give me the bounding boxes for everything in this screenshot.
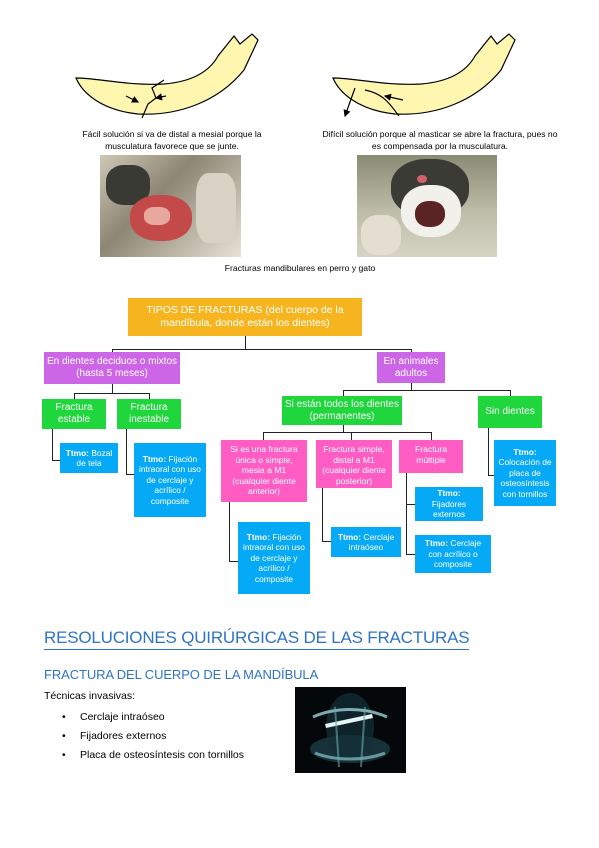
deciduous-teeth-node: En dientes deciduos o mixtos (hasta 5 me… [44, 352, 180, 384]
unstable-fracture-node: Fractura inestable [117, 399, 181, 429]
simple-mesial-treatment-box: Ttmo: Fijación intraoral con uso de cerc… [238, 522, 310, 594]
simple-distal-treatment-box: Ttmo: Cerclaje intraóseo [331, 527, 401, 557]
root-fracture-types: TIPOS DE FRACTURAS (del cuerpo de la man… [128, 298, 362, 336]
section-heading: RESOLUCIONES QUIRÚRGICAS DE LAS FRACTURA… [44, 628, 470, 650]
intro-text: Técnicas invasivas: [44, 690, 136, 702]
adult-animals-node: En animales adultos [377, 352, 445, 383]
caption-left: Fácil solución si va de distal a mesial … [82, 129, 262, 151]
cat-fracture-photo [357, 155, 497, 257]
bullet-1: •Cerclaje intraóseo [62, 711, 165, 723]
caption-right: Difícil solución porque al masticar se a… [322, 129, 558, 151]
xray-image [295, 687, 406, 773]
stable-fracture-node: Fractura estable [42, 399, 106, 429]
section-subheading: FRACTURA DEL CUERPO DE LA MANDÍBULA [44, 667, 319, 682]
all-teeth-node: Si están todos los dientes (permanentes) [282, 396, 402, 425]
multiple-treatment-box-2: Ttmo: Cerclaje con acrílico o composite [415, 535, 491, 573]
photos-caption: Fracturas mandibulares en perro y gato [224, 263, 376, 273]
unstable-treatment-box: Ttmo: Fijación intraoral con uso de cerc… [134, 443, 206, 517]
mandible-diagram-right [332, 33, 516, 118]
simple-mesial-fracture-node: Si es una fractura única o simple, mesia… [221, 440, 307, 502]
mandible-diagram-left [75, 33, 259, 119]
multiple-fracture-node: Fractura múltiple [399, 440, 463, 473]
stable-treatment-box: Ttmo: Bozal de tela [60, 443, 118, 473]
dog-fracture-photo [100, 155, 241, 257]
multiple-treatment-box-1: Ttmo:Fijadores externos [415, 487, 483, 521]
simple-distal-fracture-node: Fractura simple, distal a M1 (cualquier … [316, 440, 392, 488]
bullet-2: •Fijadores externos [62, 730, 167, 742]
no-teeth-treatment-box: Ttmo:Colocación de placa de osteosíntesi… [494, 440, 556, 506]
bullet-3: •Placa de osteosíntesis con tornillos [62, 749, 245, 761]
no-teeth-node: Sin dientes [478, 396, 542, 428]
